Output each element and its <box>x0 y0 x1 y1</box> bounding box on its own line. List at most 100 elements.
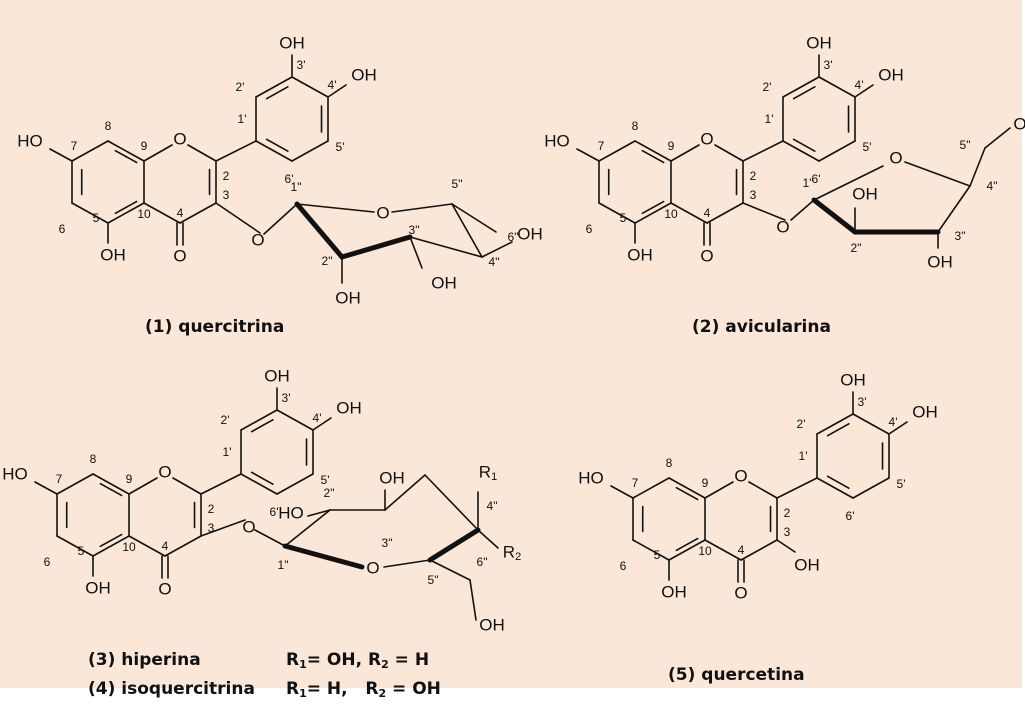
bond-line <box>670 202 708 224</box>
locant-quercetina: 2' <box>797 417 806 431</box>
locant-hiperina: 9 <box>126 472 133 486</box>
carbonyl-oxygen-quercetina: O <box>734 584 747 603</box>
bond-line <box>215 202 261 234</box>
bond-line <box>384 474 426 511</box>
locant-hiperina: 3' <box>282 391 291 405</box>
caption-isoquercitrina-substituents: R1= H, R2 = OH <box>286 679 441 700</box>
bond-line <box>792 138 816 152</box>
locant-quercitrina: 3 <box>223 188 230 202</box>
bond-line <box>114 200 138 215</box>
bond-line <box>276 473 314 495</box>
locant-hiperina: 3 <box>208 521 215 535</box>
bond-line <box>143 144 173 162</box>
locant-avicularina: 2 <box>750 169 757 183</box>
bond-line <box>383 559 431 568</box>
hydroxyl-4p-hiperina: OH <box>336 399 362 418</box>
carbonyl-oxygen-quercitrina: O <box>173 247 186 266</box>
bond-line <box>854 84 874 98</box>
bond-line <box>99 533 123 548</box>
bond-line <box>56 535 94 557</box>
bond-line <box>818 76 856 98</box>
locant-avicularina: 6' <box>812 172 821 186</box>
bond-line <box>634 202 672 224</box>
bond-line <box>99 482 123 497</box>
hydroxyl-7-quercitrina: HO <box>17 132 43 151</box>
substituent-r2: R2 <box>503 543 521 564</box>
bond-line <box>172 477 202 495</box>
locant-hiperina: 1' <box>223 445 232 459</box>
bond-line <box>164 535 202 557</box>
bond-line <box>632 539 670 561</box>
bond-line <box>71 140 109 162</box>
locant-quercitrina: 3' <box>297 58 306 72</box>
bond-line <box>668 477 706 499</box>
bond-line <box>263 203 298 235</box>
bond-line <box>816 477 854 499</box>
bond-line <box>813 165 884 201</box>
bond-line <box>742 202 786 221</box>
caption-avicularina: (2) avicularina <box>692 317 831 337</box>
locant-quercitrina-sugar: 2" <box>322 254 333 268</box>
hydroxyl-3pp-hiperina: OH <box>379 469 405 488</box>
locant-quercitrina: 5' <box>336 140 345 154</box>
bold-bond <box>282 543 365 570</box>
locant-avicularina-sugar: 4" <box>987 179 998 193</box>
bond-line <box>576 148 600 162</box>
hydroxyl-7-quercetina: HO <box>578 469 604 488</box>
locant-quercetina: 7 <box>632 476 639 490</box>
locant-quercitrina: 2 <box>223 169 230 183</box>
hydroxyl-5pp-avicularina: O <box>1013 115 1025 134</box>
bond-line <box>477 529 499 549</box>
bold-bond <box>427 527 481 563</box>
locant-quercitrina-sugar: 6" <box>508 230 519 244</box>
locant-hiperina-sugar: 6" <box>477 555 488 569</box>
ring-oxygen-avicularina: O <box>700 130 713 149</box>
hydroxyl-4p-quercetina: OH <box>912 403 938 422</box>
bond-line <box>327 84 347 98</box>
bond-line <box>92 473 130 495</box>
bond-line <box>740 539 778 561</box>
bond-line <box>291 76 329 98</box>
bond-line <box>704 481 734 499</box>
bond-line <box>240 473 278 495</box>
locant-avicularina: 2' <box>763 80 772 94</box>
locant-quercitrina: 10 <box>137 207 151 221</box>
locant-avicularina: 4' <box>855 78 864 92</box>
bond-line <box>969 147 986 187</box>
bond-line <box>276 409 314 431</box>
locant-quercetina: 4' <box>889 415 898 429</box>
hydroxyl-6pp-hiperina: OH <box>479 616 505 635</box>
bond-line <box>215 140 257 162</box>
locant-hiperina: 7 <box>56 472 63 486</box>
locant-avicularina-sugar: 5" <box>960 138 971 152</box>
bond-line <box>641 149 665 164</box>
bond-line <box>641 200 665 215</box>
bond-line <box>451 203 497 233</box>
bond-line <box>250 419 274 433</box>
hydroxyl-5-hiperina: OH <box>85 579 111 598</box>
locant-quercetina: 4 <box>738 543 745 557</box>
bond-line <box>429 559 471 581</box>
glycosidic-oxygen-quercitrina: O <box>251 231 264 250</box>
bond-line <box>307 509 331 517</box>
locant-quercetina: 6' <box>846 509 855 523</box>
bond-line <box>451 203 483 258</box>
locant-avicularina: 7 <box>598 139 605 153</box>
bond-line <box>179 202 217 224</box>
locant-quercitrina: 2' <box>236 80 245 94</box>
caption-quercitrina: (1) quercitrina <box>145 317 285 337</box>
locant-avicularina: 5 <box>620 211 627 225</box>
bond-line <box>107 202 145 224</box>
bond-line <box>904 161 971 187</box>
ring-oxygen-quercetina: O <box>734 467 747 486</box>
bond-line <box>409 236 423 269</box>
locant-avicularina-sugar: 2" <box>851 241 862 255</box>
bond-line <box>391 203 453 213</box>
bond-line <box>782 76 820 98</box>
bond-line <box>255 76 293 98</box>
bond-line <box>107 140 145 162</box>
figure-panel <box>0 0 1022 688</box>
bond-line <box>598 202 636 224</box>
bond-line <box>792 86 816 100</box>
